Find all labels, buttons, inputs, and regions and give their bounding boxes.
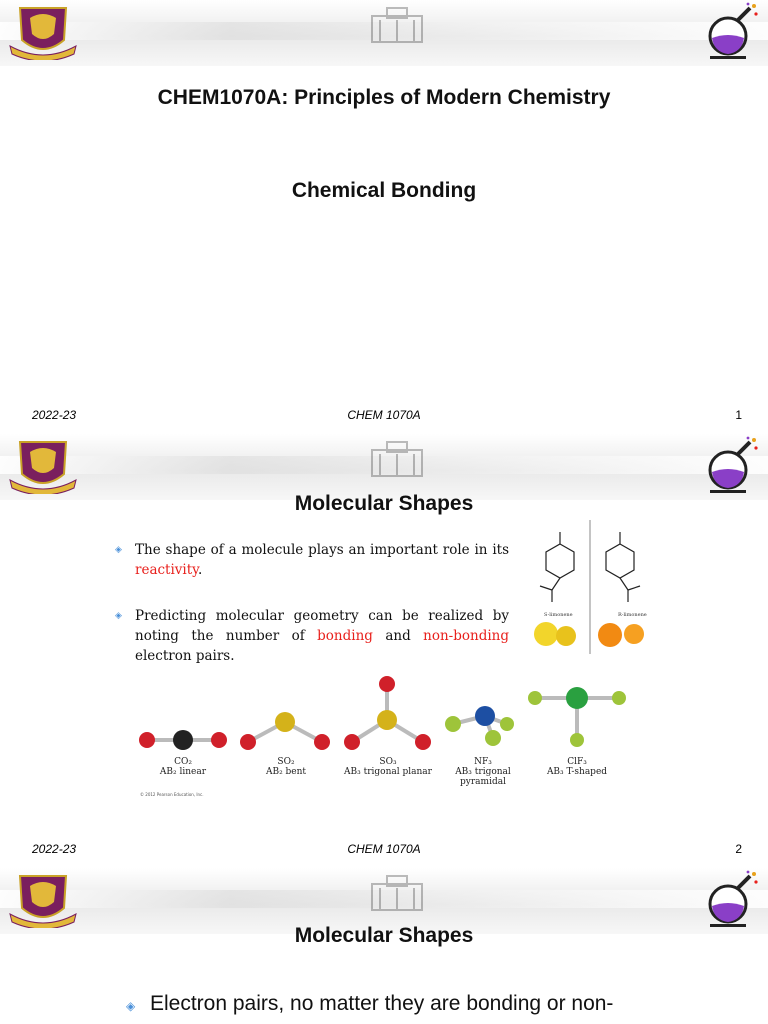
lemon-image	[534, 622, 558, 646]
footer-course: CHEM 1070A	[347, 408, 421, 422]
footer-year: 2022-23	[32, 842, 77, 856]
so3-model	[344, 676, 431, 750]
bullet-diamond-icon: ◈	[115, 611, 122, 621]
lemon-slice-image	[556, 626, 576, 646]
r-limonene-label: R-limonene	[618, 612, 647, 618]
highlight-bonding: bonding	[317, 628, 373, 644]
slide-1: CHEM1070A: Principles of Modern Chemistr…	[0, 0, 768, 434]
molecule-formula: ClF₃	[567, 757, 587, 767]
so2-label: SO₂ AB₂ bent	[251, 757, 321, 777]
s-limonene-structure	[539, 532, 575, 602]
footer-course: CHEM 1070A	[347, 842, 421, 856]
molecule-geometry: AB₃ T-shaped	[546, 767, 608, 777]
highlight-reactivity: reactivity	[135, 562, 198, 578]
bullet-text-end: electron pairs.	[135, 648, 235, 664]
footer-page-number: 2	[735, 842, 742, 856]
r-limonene-structure	[605, 532, 641, 602]
slide-subtitle: Chemical Bonding	[291, 179, 477, 202]
footer-year: 2022-23	[32, 408, 77, 422]
building-watermark-icon	[371, 875, 423, 911]
university-crest-icon	[9, 441, 77, 494]
bullet-diamond-icon: ◈	[115, 545, 122, 555]
bullet-diamond-icon: ◈	[126, 999, 136, 1013]
bullet-text: Electron pairs, no matter they are bondi…	[150, 992, 614, 1015]
slide-banner	[0, 868, 768, 934]
molecule-formula: SO₃	[379, 757, 397, 767]
university-crest-icon	[9, 875, 77, 928]
bullet-text: The shape of a molecule plays an importa…	[135, 542, 509, 558]
slide-2: Molecular Shapes ◈ The shape of a molecu…	[0, 434, 768, 868]
slide-title: Molecular Shapes	[294, 492, 474, 515]
limonene-figure: S-limonene R-limonene	[534, 520, 647, 654]
bullet-text-end: .	[198, 562, 203, 578]
co2-model	[139, 730, 227, 750]
bullet-electron-pairs: ◈ Electron pairs, no matter they are bon…	[126, 990, 650, 1018]
orange-image	[598, 623, 622, 647]
building-watermark-icon	[371, 7, 423, 43]
clf3-model	[528, 687, 626, 747]
molecule-formula: NF₃	[474, 757, 492, 767]
so2-model	[240, 712, 330, 750]
chemistry-flask-logo-icon	[708, 436, 758, 493]
chemistry-flask-logo-icon	[708, 2, 758, 59]
nf3-model	[445, 706, 514, 746]
slide-banner	[0, 434, 768, 500]
course-title: CHEM1070A: Principles of Modern Chemistr…	[157, 86, 611, 109]
copyright-text: © 2012 Pearson Education, Inc.	[140, 792, 204, 797]
building-watermark-icon	[371, 441, 423, 477]
footer-page-number: 1	[735, 408, 742, 422]
molecule-geometry: AB₂ linear	[159, 767, 207, 777]
co2-label: CO₂ AB₂ linear	[148, 757, 218, 777]
slide-3: Molecular Shapes ◈ Electron pairs, no ma…	[0, 868, 768, 1024]
molecule-formula: SO₂	[277, 757, 295, 767]
slide-title: Molecular Shapes	[294, 924, 474, 947]
slide-banner	[0, 0, 768, 66]
slide-footer: 2022-23 CHEM 1070A 2	[0, 842, 768, 860]
bullet-geometry: ◈ Predicting molecular geometry can be r…	[115, 606, 509, 666]
clf3-label: ClF₃ AB₃ T-shaped	[542, 757, 612, 777]
university-crest-icon	[9, 7, 77, 60]
highlight-non-bonding: non-bonding	[423, 628, 509, 644]
bullet-text: Predicting molecular geometry can be rea…	[135, 608, 509, 644]
molecule-geometry: AB₂ bent	[265, 767, 307, 777]
molecular-geometry-figure	[139, 676, 626, 750]
chemistry-flask-logo-icon	[708, 870, 758, 927]
molecule-geometry: AB₃ trigonal planar	[344, 767, 432, 777]
slide-footer: 2022-23 CHEM 1070A 1	[0, 408, 768, 426]
molecule-formula: CO₂	[174, 757, 192, 767]
s-limonene-label: S-limonene	[544, 612, 573, 618]
orange-slice-image	[624, 624, 644, 644]
molecule-geometry: AB₃ trigonal pyramidal	[455, 767, 511, 787]
so3-label: SO₃ AB₃ trigonal planar	[344, 757, 432, 777]
bullet-reactivity: ◈ The shape of a molecule plays an impor…	[115, 540, 509, 580]
nf3-label: NF₃ AB₃ trigonal pyramidal	[452, 757, 514, 787]
bullet-text-middle: and	[372, 628, 424, 644]
